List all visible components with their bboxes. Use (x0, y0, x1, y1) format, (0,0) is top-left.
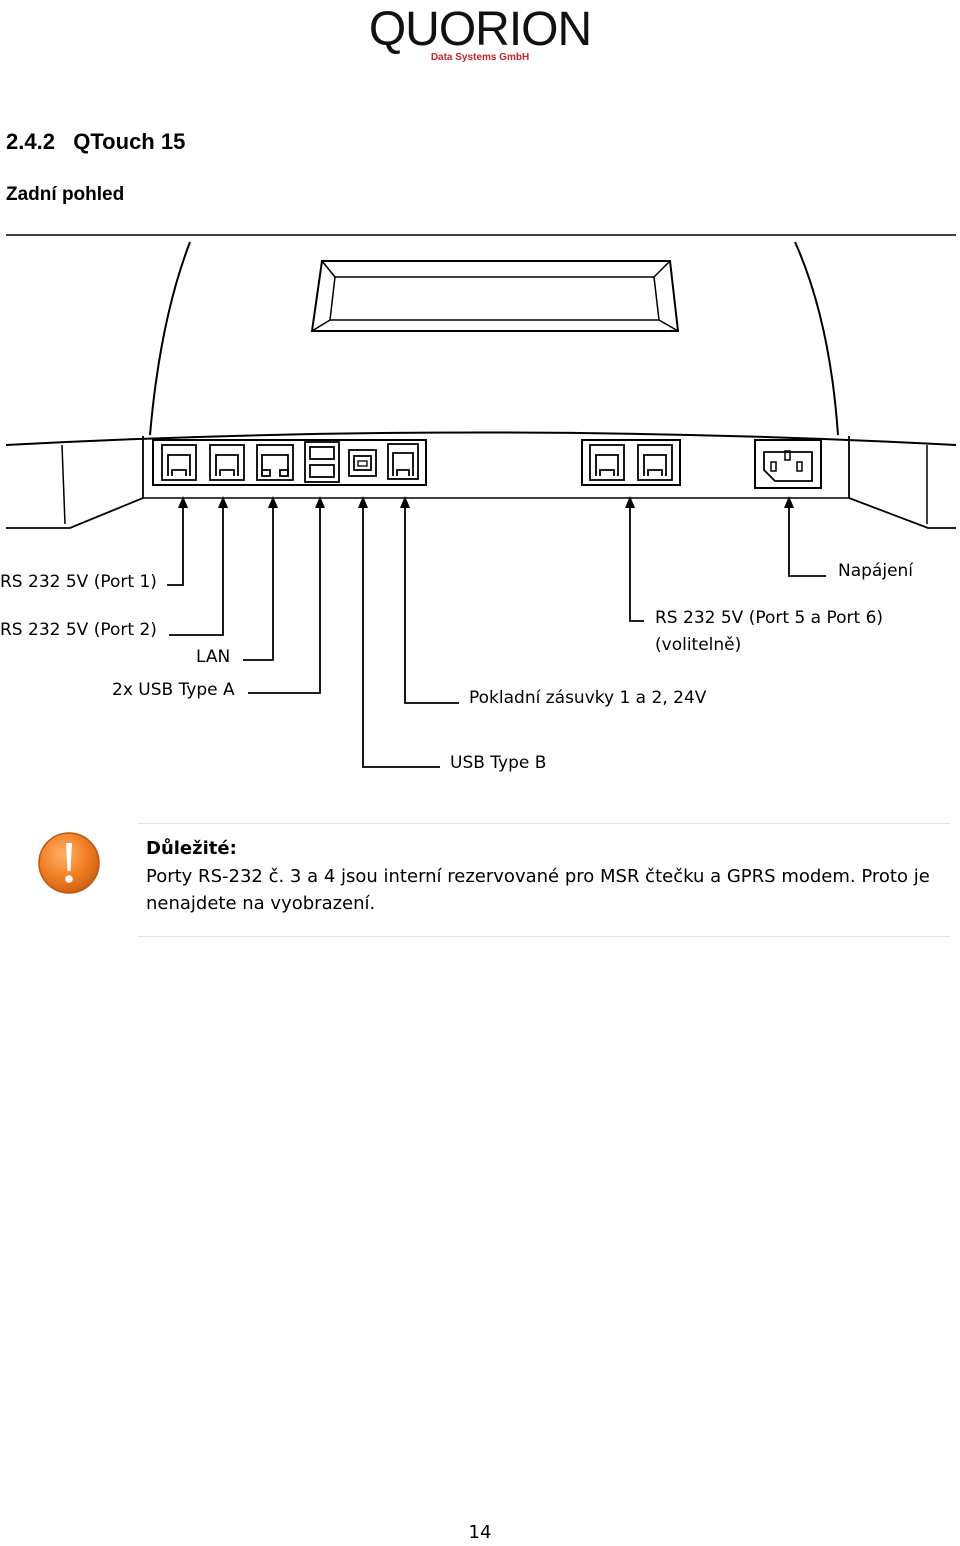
note-text-line-2: nenajdete na vyobrazení. (146, 893, 376, 914)
rj-port-1 (161, 444, 197, 481)
section-subheading: Zadní pohled (6, 184, 125, 205)
rj-port-drawer (387, 443, 419, 480)
note-text-line-1: Porty RS-232 č. 3 a 4 jsou interní rezer… (146, 866, 930, 887)
rj-port-2 (209, 444, 245, 481)
note-bottom-border (138, 936, 950, 937)
label-rs232-port56: RS 232 5V (Port 5 a Port 6) (655, 608, 884, 628)
label-rs232-port2: RS 232 5V (Port 2) (0, 620, 157, 640)
usb-a-ports (304, 441, 340, 483)
housing-base-curve (5, 431, 957, 446)
lan-port (256, 444, 294, 481)
company-logo: QUORION (368, 3, 592, 56)
callout-arrowheads (178, 496, 794, 508)
label-cash-drawers: Pokladní zásuvky 1 a 2, 24V (469, 688, 707, 708)
warning-icon (38, 832, 100, 894)
label-power: Napájení (838, 561, 914, 581)
device-rear-diagram (5, 234, 957, 768)
note-title: Důležité: (146, 838, 237, 859)
usb-b-port (348, 449, 377, 477)
middle-port-panel (581, 439, 681, 486)
housing-left-edge (149, 241, 191, 436)
label-usb-type-a: 2x USB Type A (112, 680, 235, 700)
label-optional: (volitelně) (655, 635, 742, 655)
power-panel (754, 439, 822, 489)
company-logo-subtitle: Data Systems GmbH (430, 52, 530, 63)
label-usb-type-b: USB Type B (450, 753, 547, 773)
section-heading: 2.4.2 QTouch 15 (6, 129, 186, 154)
left-port-panel (152, 439, 427, 486)
label-lan: LAN (196, 647, 231, 667)
display-slot (310, 260, 680, 332)
label-rs232-port1: RS 232 5V (Port 1) (0, 572, 157, 592)
housing-right-edge (794, 241, 839, 436)
callout-lines (167, 506, 826, 768)
note-top-border (138, 823, 950, 824)
page-number: 14 (468, 1522, 492, 1543)
